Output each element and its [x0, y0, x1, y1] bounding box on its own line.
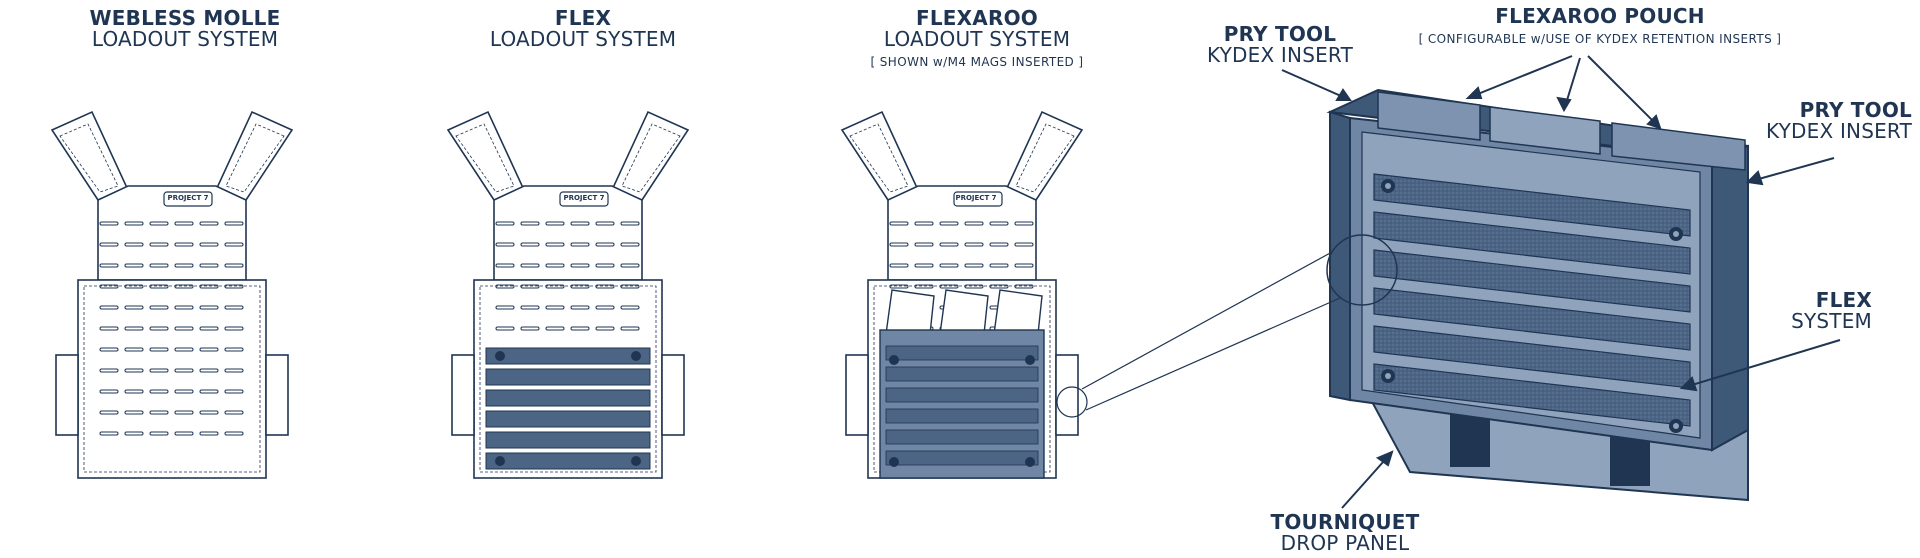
flex-velcro-strip: [485, 410, 651, 428]
flex-velcro-strip: [885, 345, 1039, 361]
flex-velcro-strip: [485, 431, 651, 449]
brand-tag-vest-3: PROJECT 7: [955, 194, 997, 202]
pouch-left-side: [1329, 110, 1351, 402]
brand-tag-box: [163, 191, 213, 207]
flex-velcro-strip: [885, 408, 1039, 424]
left-buckle: [55, 354, 79, 436]
flex-velcro-strip: [885, 387, 1039, 403]
brand-tag-vest-1: PROJECT 7: [167, 194, 209, 202]
brand-tag-vest-2: PROJECT 7: [563, 194, 605, 202]
callout-arrows: [1281, 55, 1841, 509]
vest-3-title: FLEXAROO LOADOUT SYSTEM [ SHOWN w/M4 MAG…: [870, 6, 1084, 69]
flex-velcro-rows: [1373, 173, 1691, 427]
brand-tag-box: [559, 191, 609, 207]
magnifier-circle: [1326, 234, 1398, 306]
drop-panel-strap-left: [1450, 412, 1490, 467]
vest-3: [840, 110, 1084, 479]
rivet: [631, 351, 641, 361]
left-buckle: [845, 354, 869, 436]
flex-velcro-strip: [485, 347, 651, 365]
flex-velcro-strip: [885, 450, 1039, 466]
magnifier-line-top: [1081, 251, 1333, 390]
front-panel: [77, 279, 267, 479]
callout-tourniquet-drop-panel: TOURNIQUET DROP PANEL: [1270, 510, 1420, 555]
pouch-title: FLEXAROO POUCH [ CONFIGURABLE w/USE OF K…: [1418, 4, 1782, 46]
vest-2-title: FLEX LOADOUT SYSTEM: [489, 6, 677, 51]
rivet: [1025, 457, 1035, 467]
rivet: [889, 355, 899, 365]
compartment-left: [1377, 91, 1481, 141]
pouch-side: [1711, 144, 1749, 452]
compartment-right: [1611, 122, 1746, 171]
compartment-mid: [1489, 106, 1601, 155]
magnifier-line-bottom: [1085, 297, 1341, 411]
callout-pry-tool-right: PRY TOOL KYDEX INSERT: [1766, 98, 1912, 143]
flex-velcro-strip: [885, 366, 1039, 382]
right-buckle: [265, 354, 289, 436]
vest-1: [50, 110, 294, 479]
vest-2: [446, 110, 690, 479]
flex-velcro-strip: [485, 452, 651, 470]
vest-1-title: WEBLESS MOLLE LOADOUT SYSTEM: [89, 6, 281, 51]
flex-velcro-strip: [485, 368, 651, 386]
magnifier-circle-small: [1056, 386, 1088, 418]
callout-flex-system: FLEX SYSTEM: [1791, 288, 1872, 333]
rivet: [495, 351, 505, 361]
rivet: [631, 456, 641, 466]
flex-velcro-strip: [885, 429, 1039, 445]
left-buckle: [451, 354, 475, 436]
rivet: [889, 457, 899, 467]
rivet: [1025, 355, 1035, 365]
brand-tag-box: [953, 191, 1003, 207]
flex-velcro-strip: [485, 389, 651, 407]
right-buckle: [1055, 354, 1079, 436]
right-buckle: [661, 354, 685, 436]
rivet: [495, 456, 505, 466]
callout-pry-tool-left: PRY TOOL KYDEX INSERT: [1207, 22, 1353, 67]
